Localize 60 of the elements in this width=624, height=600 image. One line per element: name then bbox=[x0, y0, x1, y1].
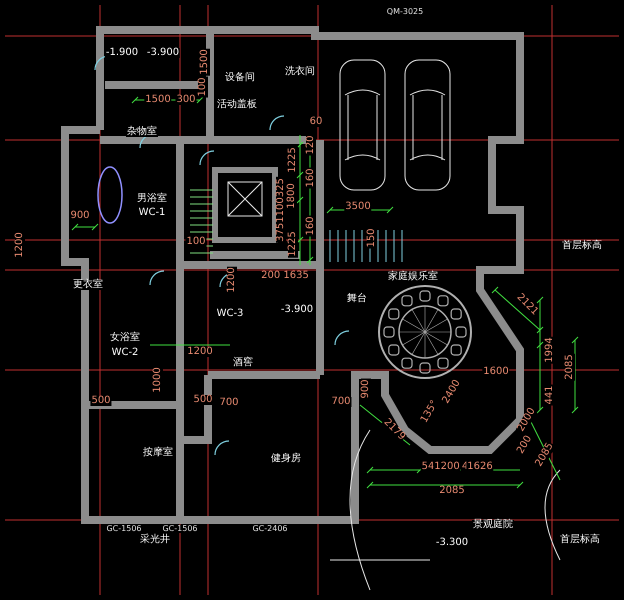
dimension-text: 60 bbox=[308, 117, 324, 127]
dimension-text: 1800 bbox=[287, 182, 297, 210]
dimension-text: 500 bbox=[192, 395, 214, 405]
room-label: 健身房 bbox=[270, 454, 302, 464]
room-label: WC-3 bbox=[216, 309, 244, 319]
dimension-text: 1225 bbox=[288, 146, 298, 174]
dimension-text: 2085 bbox=[438, 486, 466, 496]
dimension-text: 3751100325 bbox=[276, 177, 286, 243]
room-label: 采光井 bbox=[139, 535, 171, 545]
dimension-text: 100 bbox=[198, 76, 208, 98]
window-code: GC-1506 bbox=[105, 525, 143, 533]
dimension-text: 1225 bbox=[288, 230, 298, 258]
dimension-text: 1200 bbox=[227, 266, 237, 294]
room-label: 景观庭院 bbox=[472, 520, 514, 530]
dimension-text: 160 bbox=[306, 167, 316, 189]
dimension-text: 1626 bbox=[466, 462, 494, 472]
room-label: 设备间 bbox=[224, 73, 256, 83]
room-label: 女浴室 bbox=[109, 333, 141, 343]
elevation-label: -1.900 bbox=[104, 48, 140, 58]
window-code: GC-1506 bbox=[161, 525, 199, 533]
dimension-text: 900 bbox=[361, 378, 371, 400]
dimension-text: 300 bbox=[175, 95, 197, 105]
room-label: 酒窖 bbox=[232, 358, 254, 368]
dimension-text: 700 bbox=[330, 397, 352, 407]
elevation-label: -3.900 bbox=[146, 48, 180, 58]
room-label: 活动盖板 bbox=[216, 100, 258, 110]
dimension-text: 900 bbox=[69, 211, 91, 221]
room-label: 首层标高 bbox=[561, 241, 603, 251]
room-label: 杂物室 bbox=[126, 127, 158, 137]
room-label: 洗衣间 bbox=[284, 67, 316, 77]
room-label: 家庭娱乐室 bbox=[387, 272, 439, 282]
dimension-text: 100 bbox=[185, 237, 207, 247]
dimension-text: 200 1635 bbox=[260, 271, 310, 281]
dimension-text: 1600 bbox=[482, 367, 510, 377]
dimension-text: 1000 bbox=[153, 366, 163, 394]
room-label: 首层标高 bbox=[559, 535, 601, 545]
dimension-text: 1994 bbox=[545, 336, 555, 364]
room-label: WC-2 bbox=[110, 348, 140, 358]
dimension-text: 1500 bbox=[144, 95, 172, 105]
room-label: 更衣室 bbox=[72, 280, 104, 290]
window-code: GC-2406 bbox=[251, 525, 289, 533]
dimension-text: 500 bbox=[90, 396, 112, 406]
dimension-text: 1200 bbox=[15, 231, 25, 259]
elevation-label: -3.300 bbox=[434, 538, 470, 548]
room-label: 舞台 bbox=[346, 294, 368, 304]
dimension-text: 441 bbox=[545, 384, 555, 406]
dimension-text: 1200 bbox=[433, 462, 461, 472]
room-label: 男浴室 bbox=[136, 194, 168, 204]
dimension-text: 2085 bbox=[565, 353, 575, 381]
dimension-text: 160 bbox=[306, 215, 316, 237]
dimension-text: 150 bbox=[367, 227, 377, 249]
dimension-text: 700 bbox=[218, 398, 240, 408]
dimension-text: 3500 bbox=[344, 202, 372, 212]
elevation-label: -3.900 bbox=[280, 305, 314, 315]
dimension-text: 1500 bbox=[200, 48, 210, 76]
room-label: 按摩室 bbox=[142, 448, 174, 458]
room-label: WC-1 bbox=[138, 208, 166, 218]
dimension-text: 120 bbox=[306, 134, 316, 156]
dimension-text: 1200 bbox=[186, 347, 214, 357]
window-code: QM-3025 bbox=[386, 8, 424, 16]
